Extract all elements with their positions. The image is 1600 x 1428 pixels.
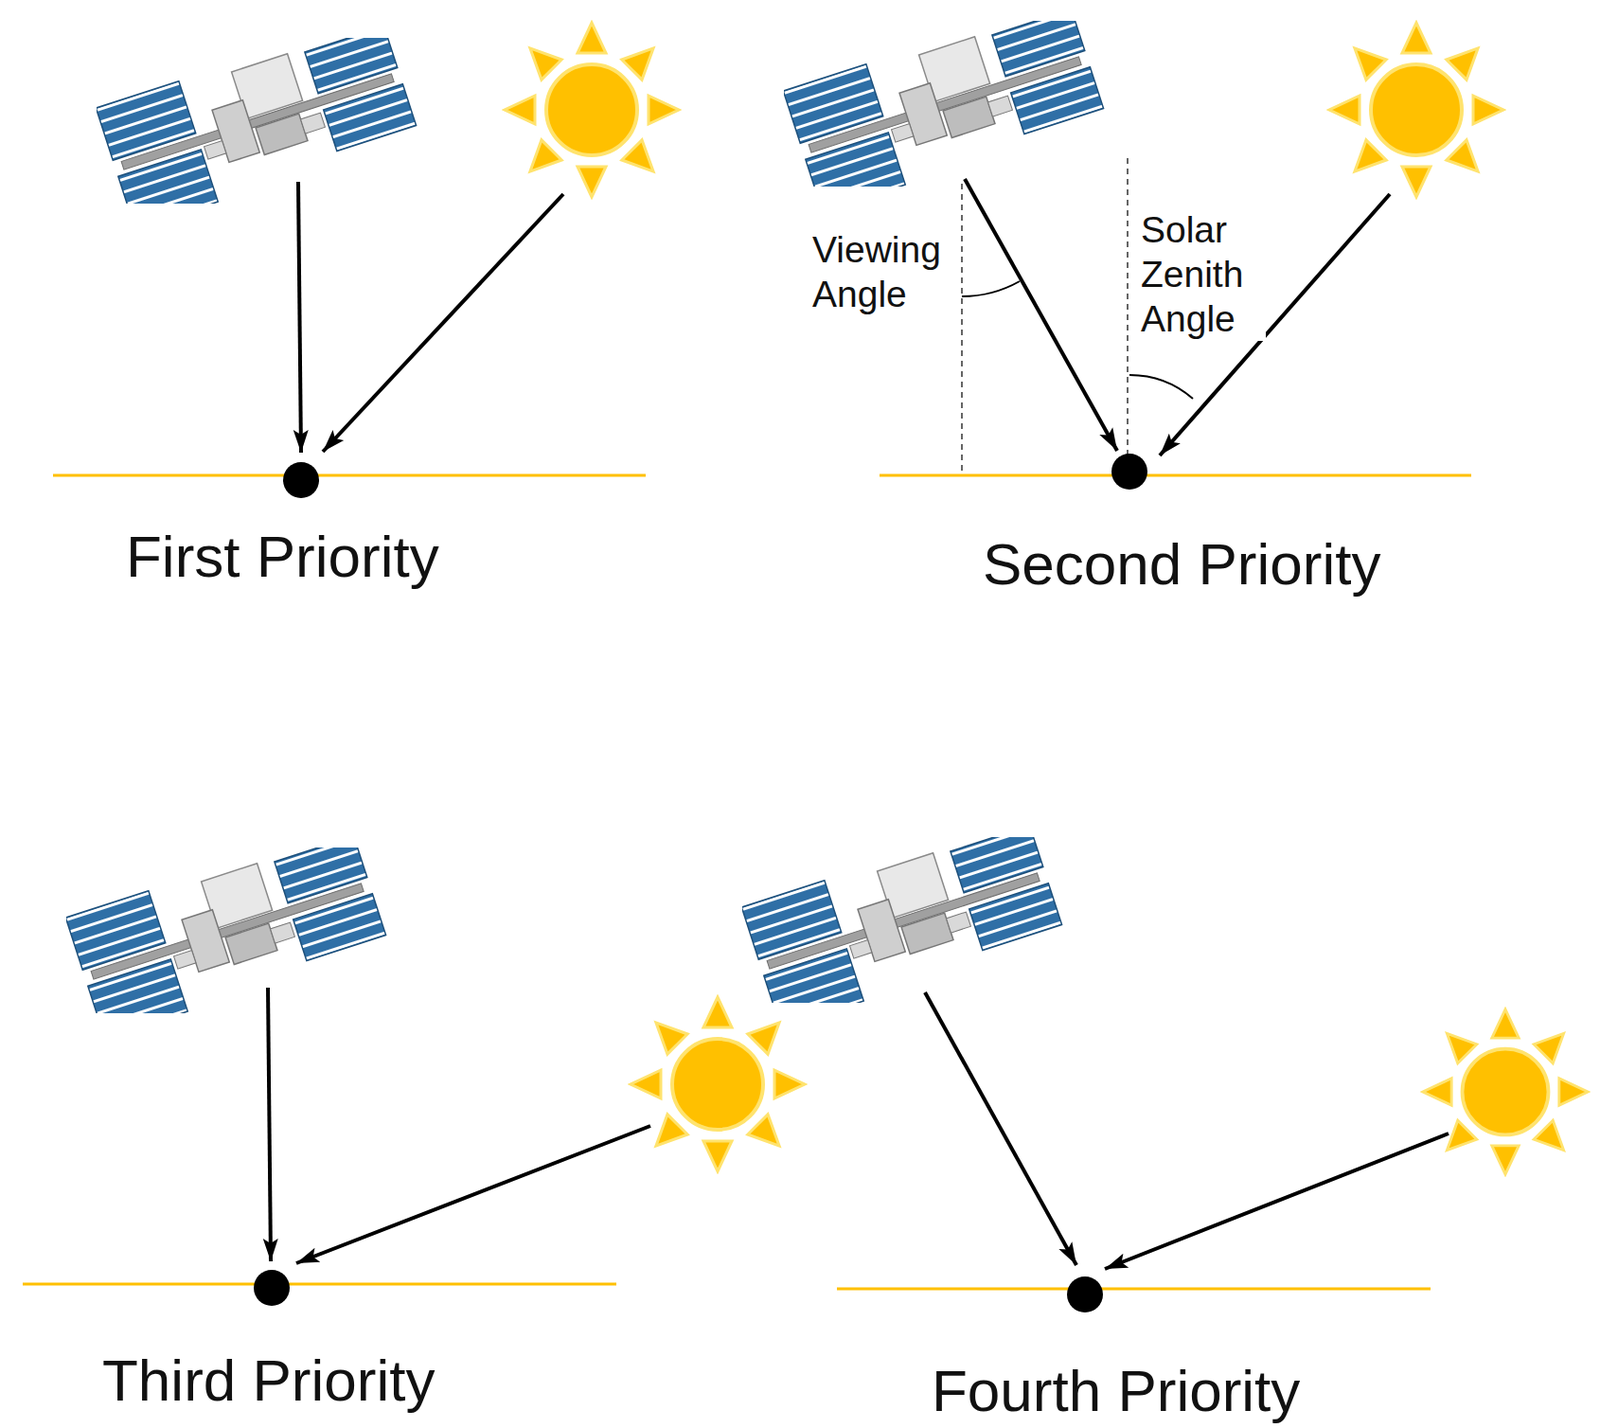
- priority-label: First Priority: [125, 522, 440, 590]
- target-point: [283, 462, 320, 498]
- angle-label: Solar Zenith Angle: [1138, 208, 1266, 341]
- angle-label: Viewing Angle: [810, 228, 957, 318]
- target-point: [253, 1269, 290, 1306]
- angle-arc: [1129, 374, 1193, 399]
- ground-line: [879, 474, 1472, 478]
- sun: [504, 22, 679, 197]
- sun: [1329, 22, 1504, 197]
- space-station: [741, 814, 1066, 1028]
- target-point: [1066, 1276, 1103, 1313]
- ground-line: [22, 1282, 617, 1286]
- ground-line: [53, 474, 646, 478]
- vertical-reference: [960, 183, 963, 476]
- view-arrow: [267, 987, 271, 1262]
- priority-label: Third Priority: [102, 1346, 435, 1414]
- ground-line: [836, 1287, 1431, 1291]
- sun-arrow: [296, 1125, 651, 1263]
- sun: [630, 996, 805, 1172]
- view-arrow: [964, 178, 1118, 451]
- priority-label: Fourth Priority: [931, 1356, 1300, 1424]
- space-station: [65, 824, 390, 1038]
- target-point: [1111, 453, 1148, 490]
- space-station: [95, 15, 420, 229]
- sun-arrow: [1104, 1133, 1449, 1269]
- sun: [1422, 1009, 1588, 1174]
- sun-arrow: [322, 194, 564, 452]
- space-station: [782, 0, 1107, 212]
- view-arrow: [924, 992, 1077, 1265]
- vertical-reference: [1126, 158, 1129, 464]
- angle-arc: [961, 281, 1020, 297]
- priority-label: Second Priority: [982, 530, 1381, 598]
- view-arrow: [298, 181, 302, 453]
